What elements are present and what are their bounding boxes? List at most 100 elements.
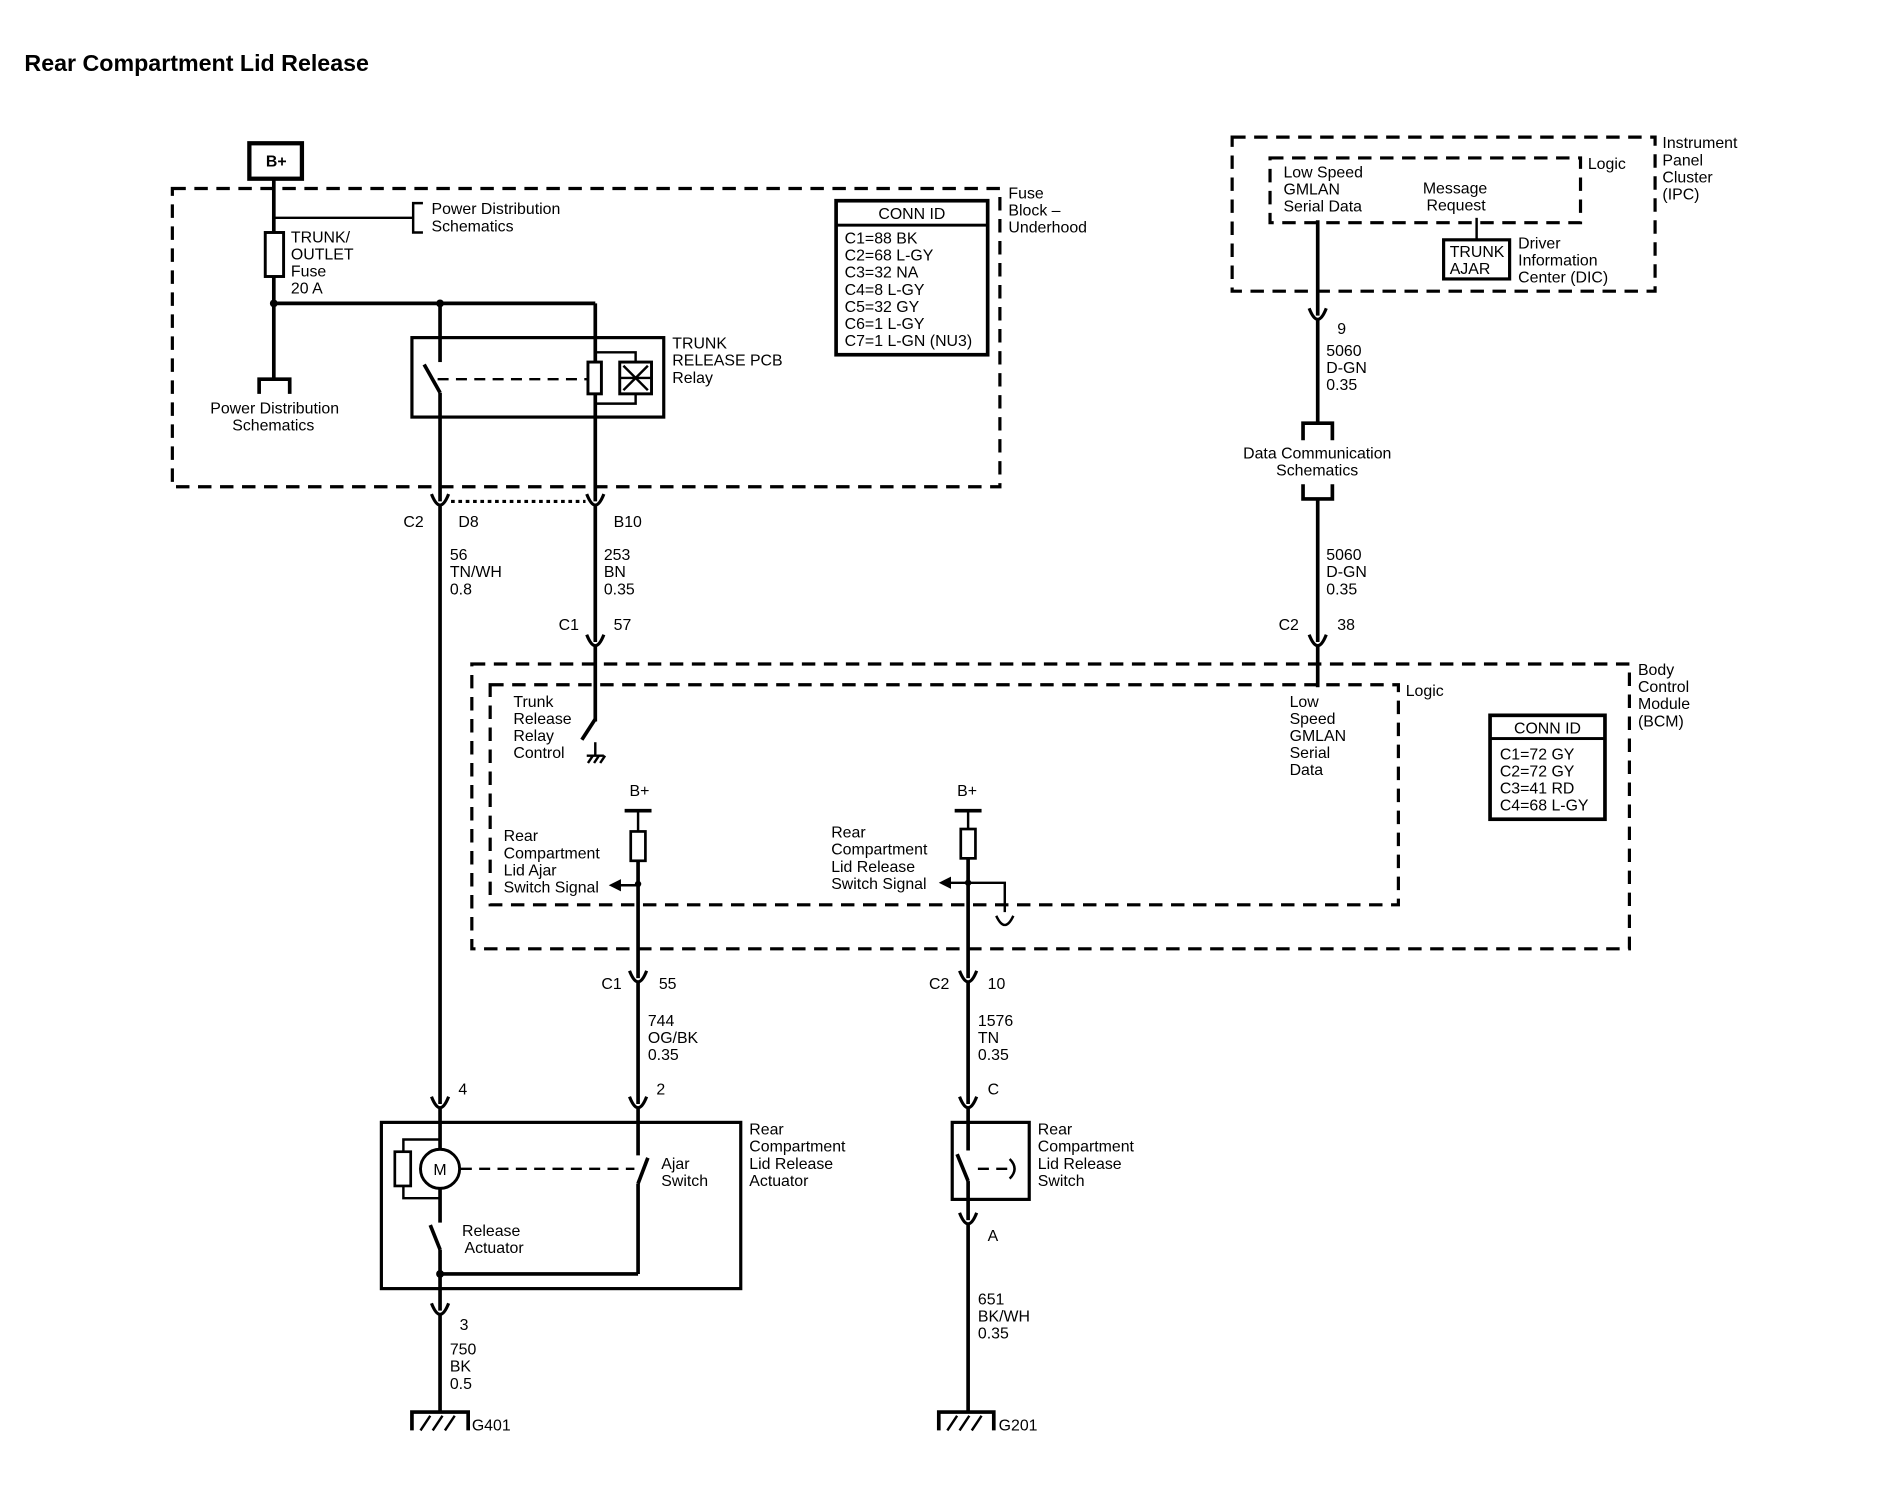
ajar-signal-label: Switch Signal xyxy=(504,880,599,897)
relay-coil xyxy=(586,360,603,396)
dic-label: Driver xyxy=(1518,235,1561,252)
wire-label: OG/BK xyxy=(648,1030,699,1047)
connector-actuator-2 xyxy=(628,1096,649,1110)
relay-control-label: Control xyxy=(513,745,564,762)
connector-switch-c xyxy=(958,1096,979,1110)
connector-c1-57 xyxy=(585,634,606,648)
actuator-outline xyxy=(379,1120,743,1291)
connector-c1-55 xyxy=(628,970,649,984)
signal-arrow-icon xyxy=(608,879,621,892)
motor-resistor-link xyxy=(402,1185,441,1200)
fuse-block-label: Fuse xyxy=(1008,185,1043,202)
connector-switch-a xyxy=(958,1212,979,1226)
wire-label: 5060 xyxy=(1326,547,1361,564)
wire-label: 0.35 xyxy=(604,581,635,598)
data-communication-bracket xyxy=(1301,421,1335,441)
wire-label: BN xyxy=(604,564,626,581)
fuse-label: 20 A xyxy=(291,281,323,298)
connector-actuator-4 xyxy=(430,1096,451,1110)
actuator-label: Lid Release xyxy=(749,1156,833,1173)
conn-id-header: CONN ID xyxy=(878,206,945,223)
ipc-label: Cluster xyxy=(1662,169,1713,186)
ipc-logic-outline xyxy=(1268,156,1583,225)
page-title: Rear Compartment Lid Release xyxy=(24,50,369,76)
rear-compartment-lid-release-switch: C Rear Compartment Lid Release Switch A xyxy=(950,1081,1135,1245)
release-switch-contact xyxy=(955,1153,970,1182)
pin-label: C xyxy=(988,1081,999,1098)
data-communication-bracket xyxy=(1301,484,1335,501)
conn-id-row: C1=72 GY xyxy=(1500,746,1575,763)
pin-label: 55 xyxy=(659,976,677,993)
splice-dot xyxy=(269,299,278,308)
fuse-block-outline xyxy=(170,186,1002,489)
conn-id-row: C7=1 L-GN (NU3) xyxy=(845,333,972,350)
connector-label: C1 xyxy=(601,976,621,993)
ajar-signal-label: Lid Ajar xyxy=(504,862,558,879)
motor-icon xyxy=(419,1147,462,1190)
wire-label: 750 xyxy=(450,1342,477,1359)
wire-label: 0.35 xyxy=(978,1326,1009,1343)
fuse-block-label: Underhood xyxy=(1008,219,1087,236)
logic-label: Logic xyxy=(1588,156,1626,173)
ipc-label: (IPC) xyxy=(1662,186,1699,203)
pin-label: D8 xyxy=(458,514,478,531)
wire-label: D-GN xyxy=(1326,564,1367,581)
relay-control-label: Trunk xyxy=(513,694,553,711)
wire-label: D-GN xyxy=(1326,360,1367,377)
actuator-label: Compartment xyxy=(749,1139,846,1156)
conn-id-row: C3=32 NA xyxy=(845,265,919,282)
wire-label: 0.8 xyxy=(450,581,472,598)
release-actuator-label: Release xyxy=(462,1223,520,1240)
fuse-block-label: Block – xyxy=(1008,202,1060,219)
switch-label: Switch xyxy=(1038,1173,1085,1190)
release-signal-branch xyxy=(968,881,1007,913)
gmlan-label: Low xyxy=(1290,694,1320,711)
wire-label: 0.5 xyxy=(450,1376,472,1393)
gmlan-label: Low Speed xyxy=(1283,164,1362,181)
actuator-label: Actuator xyxy=(749,1173,809,1190)
ipc-label: Panel xyxy=(1662,152,1703,169)
dic-message: TRUNK xyxy=(1450,244,1505,261)
ajar-switch xyxy=(636,1157,650,1185)
wire-label: 253 xyxy=(604,547,631,564)
bcm-label: Body xyxy=(1638,662,1674,679)
relay-suppressor-link xyxy=(595,351,637,363)
power-distribution-ref: Schematics xyxy=(232,418,314,435)
dic-message: AJAR xyxy=(1450,261,1491,278)
gmlan-label: GMLAN xyxy=(1290,728,1346,745)
wire-label: TN xyxy=(978,1030,999,1047)
pin-label: 2 xyxy=(656,1081,665,1098)
bcm-label: Module xyxy=(1638,696,1690,713)
release-actuator-switch xyxy=(428,1224,442,1251)
dic-label: Center (DIC) xyxy=(1518,270,1608,287)
ajar-signal-label: Rear xyxy=(504,828,539,845)
release-actuator-label: Actuator xyxy=(464,1240,524,1257)
wire-label: BK xyxy=(450,1359,472,1376)
data-communication-ref: Data Communication xyxy=(1243,446,1391,463)
conn-id-header: CONN ID xyxy=(1514,721,1581,738)
message-request-label: Message xyxy=(1423,180,1488,197)
pullup-resistor xyxy=(629,830,647,863)
conn-id-row: C2=68 L-GY xyxy=(845,248,934,265)
conn-id-row: C5=32 GY xyxy=(845,299,920,316)
power-distribution-symbol xyxy=(257,377,292,394)
power-distribution-ref: Power Distribution xyxy=(431,201,560,218)
splice-dot xyxy=(436,1270,444,1278)
actuator-label: Rear xyxy=(749,1122,784,1139)
wire-label: 5060 xyxy=(1326,343,1361,360)
conn-id-row: C4=8 L-GY xyxy=(845,282,925,299)
fuse-label: OUTLET xyxy=(291,246,354,263)
release-signal-label: Switch Signal xyxy=(831,876,926,893)
ground-label: G401 xyxy=(472,1417,511,1434)
pin-label: 3 xyxy=(460,1317,469,1334)
logic-label: Logic xyxy=(1406,683,1444,700)
release-signal-label: Rear xyxy=(831,825,866,842)
relay-label: RELEASE PCB xyxy=(672,353,782,370)
relay-label: Relay xyxy=(672,370,713,387)
dic-label: Information xyxy=(1518,252,1597,269)
relay-label: TRUNK xyxy=(672,336,727,353)
conn-id-row: C3=41 RD xyxy=(1500,781,1575,798)
conn-id-row: C1=88 BK xyxy=(845,230,918,247)
b-plus-label: B+ xyxy=(630,783,650,800)
